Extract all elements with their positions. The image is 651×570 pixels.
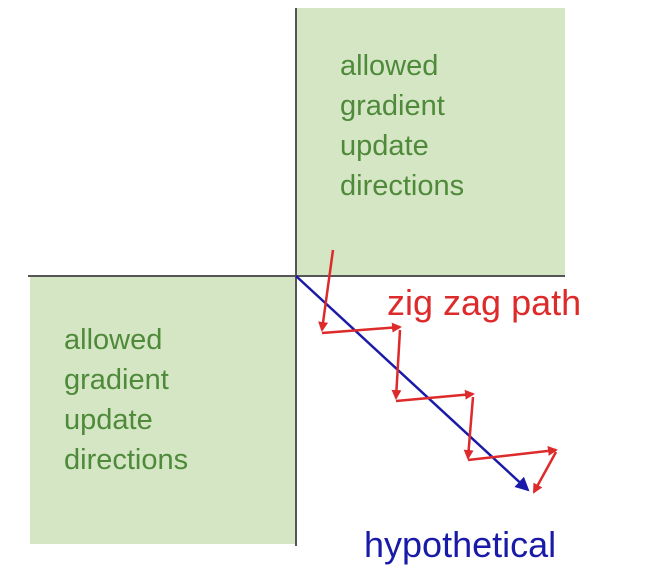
- hypothetical-path-arrow: [295, 275, 530, 492]
- label-line: directions: [340, 170, 465, 202]
- zigzag-segment-3: [391, 329, 402, 400]
- label-line: directions: [64, 444, 189, 476]
- label-line: gradient: [64, 364, 169, 396]
- label-line: update: [340, 130, 429, 162]
- zigzag-path-label: zig zag path: [387, 282, 582, 323]
- zigzag-segment-1: [318, 249, 335, 332]
- zigzag-segment-4: [395, 389, 475, 403]
- zigzag-segment-6: [467, 445, 558, 462]
- zigzag-segment-5: [463, 396, 475, 460]
- hypothetical-path-label: hypothetical: [364, 524, 557, 565]
- label-line: gradient: [340, 90, 445, 122]
- allowed-quadrant-top-right: [296, 8, 565, 276]
- zigzag-path: [318, 249, 558, 494]
- top-right-quadrant-label: allowed gradient update directions: [340, 46, 464, 206]
- allowed-quadrant-bottom-left: [30, 276, 296, 544]
- bottom-left-quadrant-label: allowed gradient update directions: [64, 320, 188, 480]
- label-line: allowed: [64, 324, 163, 356]
- label-line: update: [64, 404, 153, 436]
- zigzag-segment-7: [532, 451, 558, 494]
- label-line: allowed: [340, 50, 439, 82]
- zigzag-segment-2: [321, 322, 402, 335]
